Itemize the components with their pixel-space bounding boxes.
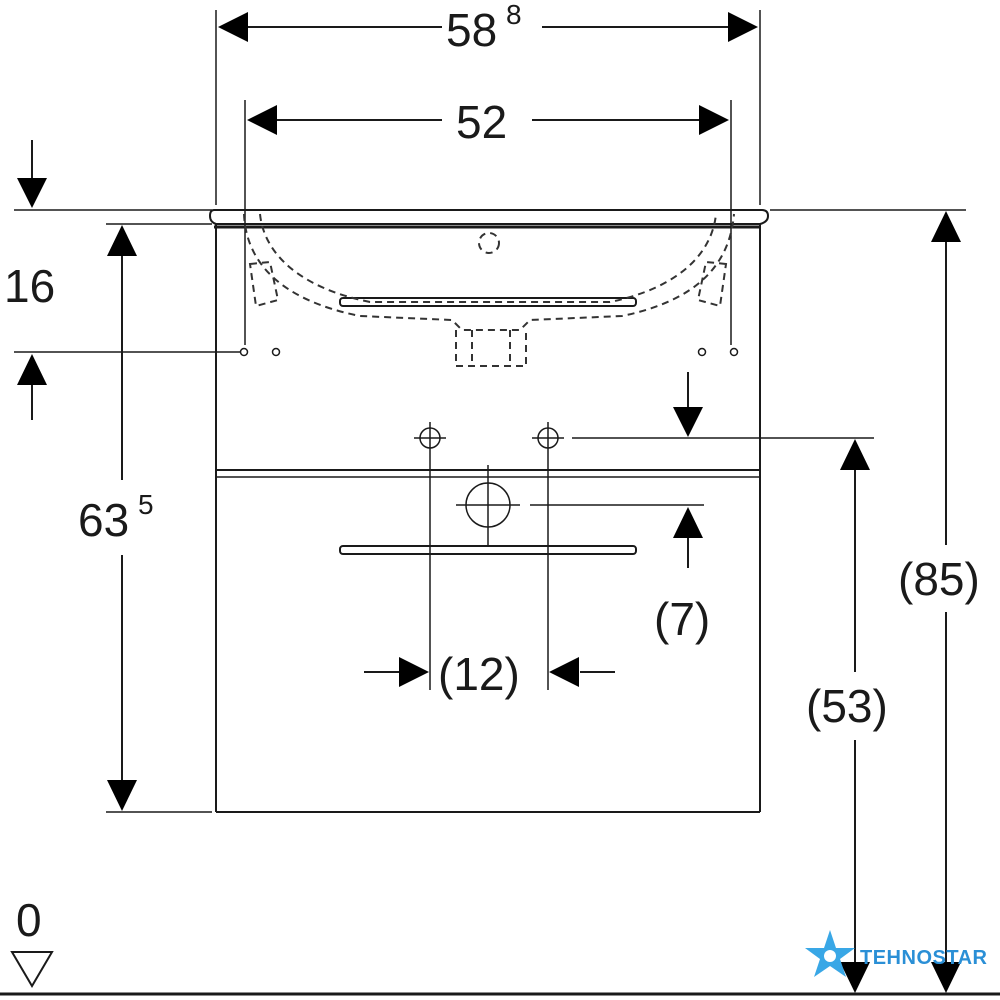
overflow-hole-icon <box>478 232 500 254</box>
total-width-dimension: 58 8 <box>215 0 761 205</box>
cabinet-height-superscript: 5 <box>138 489 154 520</box>
drain-height-dimension: (53) <box>806 439 888 993</box>
overall-height-dimension: (85) <box>770 209 980 993</box>
cabinet-height-dimension: 63 5 <box>78 223 212 813</box>
supply-spacing-dimension: (12) <box>364 648 615 700</box>
watermark-brand: TEHNOSTAR <box>860 947 988 969</box>
total-width-label: 58 <box>446 4 497 56</box>
drain-offset-label: (7) <box>654 593 710 645</box>
upper-drawer-handle <box>339 297 637 307</box>
basin-bowl-hidden-lines <box>239 213 739 367</box>
lower-drawer-handle <box>339 545 637 555</box>
top-height-dimension: 16 <box>4 140 240 420</box>
cabinet-height-label: 63 <box>78 494 129 546</box>
drain-height-label: (53) <box>806 680 888 732</box>
top-height-label: 16 <box>4 260 55 312</box>
washbasin-cabinet <box>208 209 770 813</box>
drain-offset-dimension: (7) <box>654 372 710 645</box>
basin-width-label: 52 <box>456 96 507 148</box>
supply-spacing-label: (12) <box>438 648 520 700</box>
total-width-superscript: 8 <box>506 0 522 30</box>
floor-datum: 0 <box>0 894 1000 996</box>
drain-connection <box>456 465 704 545</box>
floor-level-label: 0 <box>16 894 42 946</box>
level-triangle-icon <box>10 951 54 988</box>
overall-height-label: (85) <box>898 553 980 605</box>
watermark: TEHNOSTAR <box>805 930 988 977</box>
supply-connections <box>414 422 874 690</box>
basin-width-dimension: 52 <box>244 96 732 345</box>
